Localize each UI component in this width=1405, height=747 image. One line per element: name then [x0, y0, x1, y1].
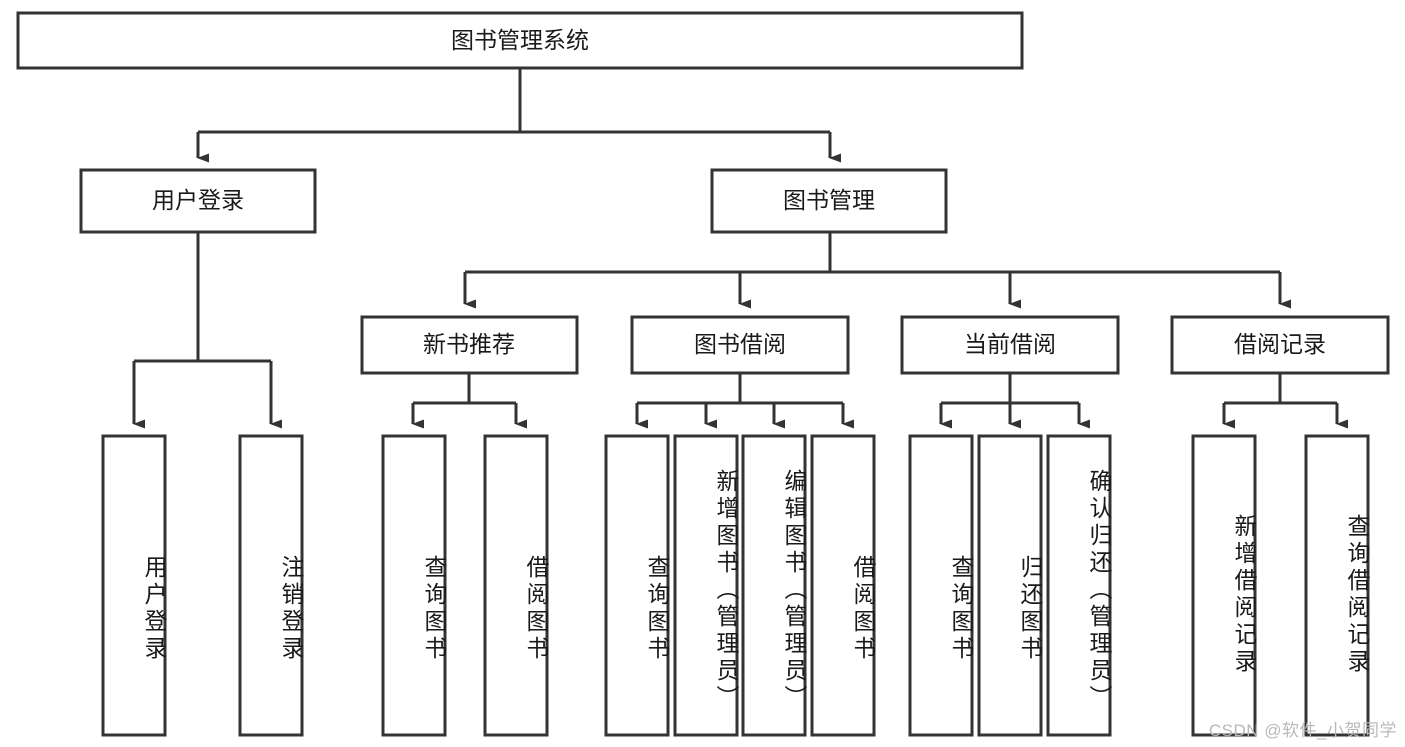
leaf-box-borrow-book-1[interactable] [483, 434, 549, 737]
connector-group-new-book [411, 373, 527, 429]
node-borrow-record-box[interactable] [1170, 315, 1390, 375]
node-book-borrow-label: 图书借阅 [694, 331, 786, 357]
leaf-box-user-logout[interactable] [238, 434, 304, 737]
leaf-box-query-book-3[interactable] [908, 434, 974, 737]
leaf-box-add-book[interactable] [673, 434, 739, 737]
leaf-box-add-record[interactable] [1191, 434, 1257, 737]
leaf-boxes-group [101, 434, 1370, 737]
connector-group-user-login [132, 232, 282, 429]
csdn-watermark: CSDN @软件_小贺同学 [1208, 721, 1397, 740]
leaf-box-borrow-book-2[interactable] [810, 434, 876, 737]
node-book-management-box[interactable] [710, 168, 948, 234]
node-root-box[interactable] [16, 11, 1024, 70]
node-root-label: 图书管理系统 [451, 27, 589, 53]
leaf-box-query-book-2[interactable] [604, 434, 670, 737]
node-user-login[interactable]: 用户登录 [79, 168, 317, 234]
leaf-box-edit-book[interactable] [741, 434, 807, 737]
connector-group-book-borrow [635, 373, 854, 429]
connector-group-book-management [463, 232, 1291, 309]
leaf-box-query-book-1[interactable] [381, 434, 447, 737]
node-book-borrow-box[interactable] [630, 315, 850, 375]
node-book-management[interactable]: 图书管理 [710, 168, 948, 234]
node-new-book-recommend[interactable]: 新书推荐 [360, 315, 579, 375]
node-user-login-label: 用户登录 [152, 187, 244, 213]
node-root[interactable]: 图书管理系统 [16, 11, 1024, 70]
connector-group-borrow-record [1222, 373, 1348, 429]
node-book-borrow[interactable]: 图书借阅 [630, 315, 850, 375]
leaf-box-user-login[interactable] [101, 434, 167, 737]
node-borrow-record-label: 借阅记录 [1234, 331, 1326, 357]
node-new-book-recommend-label: 新书推荐 [423, 331, 515, 357]
node-current-borrow-box[interactable] [900, 315, 1120, 375]
node-new-book-recommend-box[interactable] [360, 315, 579, 375]
leaf-box-query-record[interactable] [1304, 434, 1370, 737]
leaf-box-return-book[interactable] [977, 434, 1043, 737]
node-user-login-box[interactable] [79, 168, 317, 234]
connector-group-root [196, 68, 841, 163]
connector-group-current-borrow [939, 373, 1090, 429]
leaf-box-confirm-return[interactable] [1046, 434, 1112, 737]
node-current-borrow-label: 当前借阅 [964, 331, 1056, 357]
node-book-management-label: 图书管理 [783, 187, 875, 213]
node-borrow-record[interactable]: 借阅记录 [1170, 315, 1390, 375]
node-current-borrow[interactable]: 当前借阅 [900, 315, 1120, 375]
